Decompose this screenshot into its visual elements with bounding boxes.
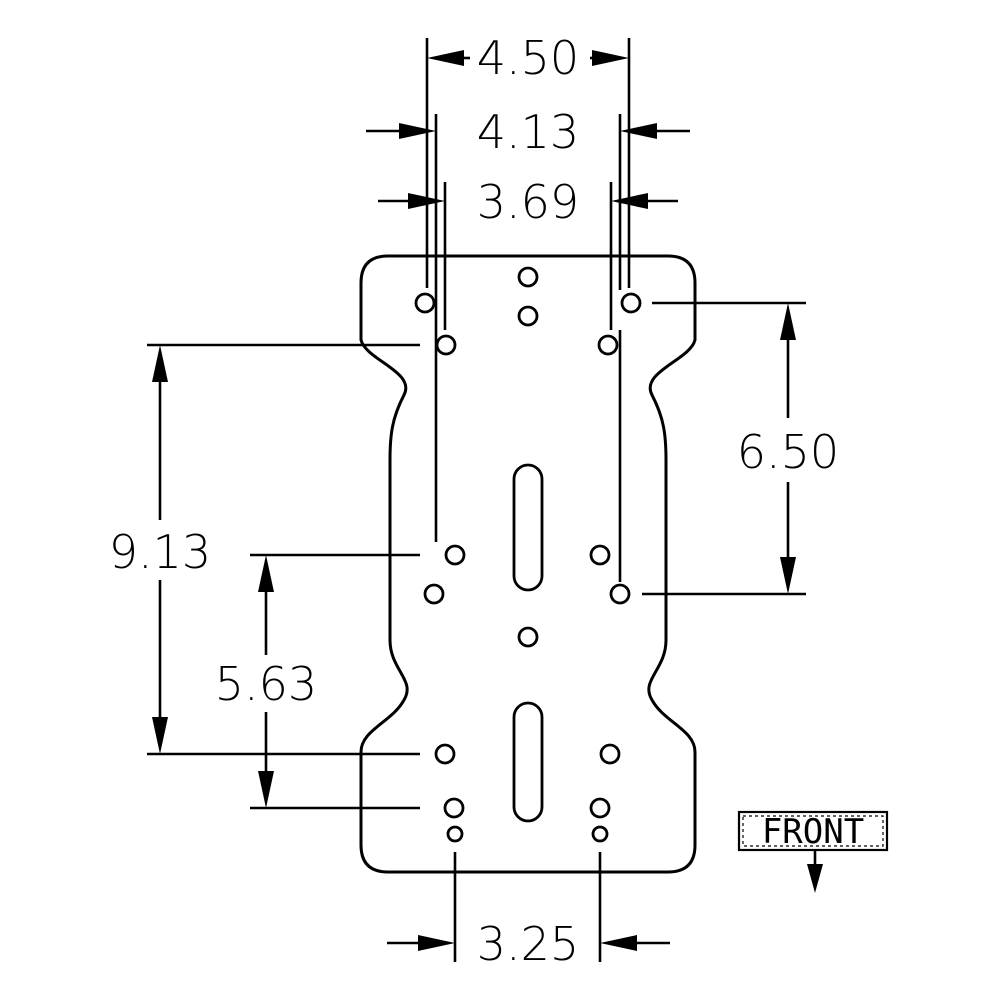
- lower-slot: [512, 701, 544, 823]
- hole: [517, 305, 539, 327]
- hole: [599, 743, 621, 765]
- hole: [444, 544, 466, 566]
- front-arrow-icon: [807, 864, 823, 893]
- dimension-3-69: 3.69: [378, 175, 678, 330]
- hole: [443, 797, 465, 819]
- upper-slot: [512, 463, 544, 592]
- front-indicator: FRONT: [737, 810, 889, 893]
- hole: [589, 544, 611, 566]
- hole: [414, 292, 436, 314]
- dimension-4-50: 4.50: [425, 31, 631, 288]
- hole: [517, 266, 539, 288]
- dimension-label: 6.50: [737, 425, 839, 479]
- hole: [597, 334, 619, 356]
- hole: [446, 825, 464, 843]
- dimension-label: 4.50: [477, 31, 579, 85]
- dimension-9-13: 9.13: [109, 343, 420, 756]
- dimension-label: 4.13: [477, 105, 579, 159]
- dimension-label: 5.63: [215, 657, 317, 711]
- holes: [414, 266, 642, 843]
- hole: [517, 626, 539, 648]
- dimension-label: 3.25: [477, 917, 579, 971]
- dimension-label: 3.69: [477, 175, 579, 229]
- dimension-3-25: 3.25: [387, 852, 670, 971]
- dimension-label: 9.13: [109, 525, 211, 579]
- hole: [591, 825, 609, 843]
- hole: [609, 583, 631, 605]
- hole: [435, 334, 457, 356]
- front-label: FRONT: [762, 812, 864, 852]
- hole: [434, 743, 456, 765]
- hole: [589, 797, 611, 819]
- dimension-6-50: 6.50: [642, 301, 839, 596]
- dimension-4-13: 4.13: [366, 105, 690, 330]
- hole: [423, 583, 445, 605]
- dimension-5-63: 5.63: [215, 553, 420, 810]
- hole: [620, 292, 642, 314]
